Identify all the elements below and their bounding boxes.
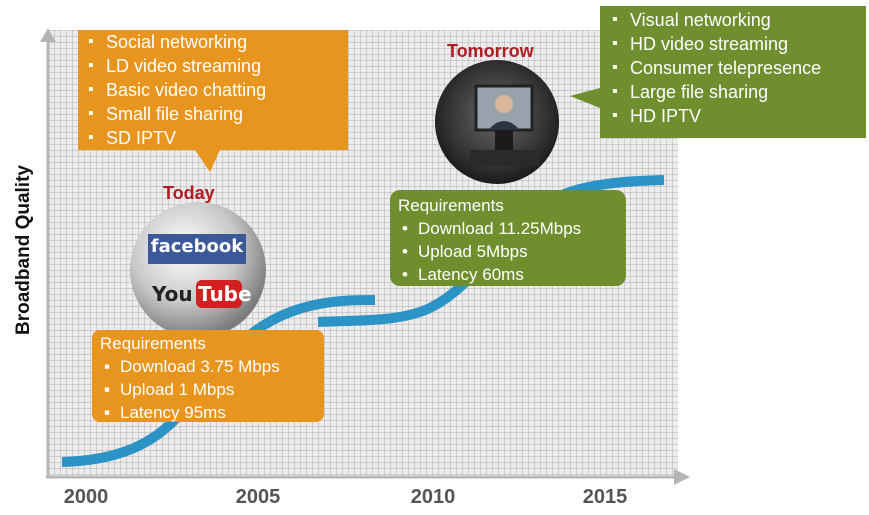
youtube-tube-box <box>196 280 242 308</box>
x-tick-2010: 2010 <box>410 486 456 508</box>
facebook-logo <box>148 234 246 264</box>
youtube-logo-tube: Tube <box>198 282 252 306</box>
today-apps-callout: Social networking LD video streaming Bas… <box>80 30 266 150</box>
today-label: Today <box>163 183 215 203</box>
tomorrow-label: Tomorrow <box>447 41 534 61</box>
today-requirement-item: Download 3.75 Mbps <box>100 355 314 378</box>
telepresence-screen-icon <box>470 84 540 166</box>
y-axis-label: Broadband Quality <box>13 165 34 335</box>
today-circle <box>130 202 266 338</box>
today-app-item: Small file sharing <box>80 102 266 126</box>
tomorrow-app-item: Large file sharing <box>604 80 821 104</box>
today-requirements-title: Requirements <box>100 334 206 353</box>
x-axis-arrow <box>674 469 690 485</box>
tomorrow-requirements-title: Requirements <box>398 196 504 215</box>
today-app-item: SD IPTV <box>80 126 266 150</box>
y-axis-arrow <box>40 28 56 42</box>
tomorrow-apps-callout: Visual networking HD video streaming Con… <box>604 8 821 128</box>
x-tick-2000: 2000 <box>63 486 109 508</box>
tomorrow-app-item: Consumer telepresence <box>604 56 821 80</box>
tomorrow-app-item: HD IPTV <box>604 104 821 128</box>
today-requirement-item: Latency 95ms <box>100 401 314 424</box>
youtube-logo-you: You <box>152 282 193 306</box>
tomorrow-requirement-item: Download 11.25Mbps <box>398 217 616 240</box>
x-tick-2015: 2015 <box>582 486 628 508</box>
tomorrow-app-item: Visual networking <box>604 8 821 32</box>
tomorrow-requirements-box: Requirements Download 11.25Mbps Upload 5… <box>390 190 626 292</box>
today-app-item: Basic video chatting <box>80 78 266 102</box>
tomorrow-requirement-item: Upload 5Mbps <box>398 240 616 263</box>
x-tick-2005: 2005 <box>235 486 281 508</box>
tomorrow-app-item: HD video streaming <box>604 32 821 56</box>
tomorrow-requirement-item: Latency 60ms <box>398 263 616 286</box>
today-app-item: LD video streaming <box>80 54 266 78</box>
today-app-item: Social networking <box>80 30 266 54</box>
today-requirements-box: Requirements Download 3.75 Mbps Upload 1… <box>92 330 324 430</box>
facebook-logo-text: facebook <box>150 236 244 257</box>
today-requirement-item: Upload 1 Mbps <box>100 378 314 401</box>
